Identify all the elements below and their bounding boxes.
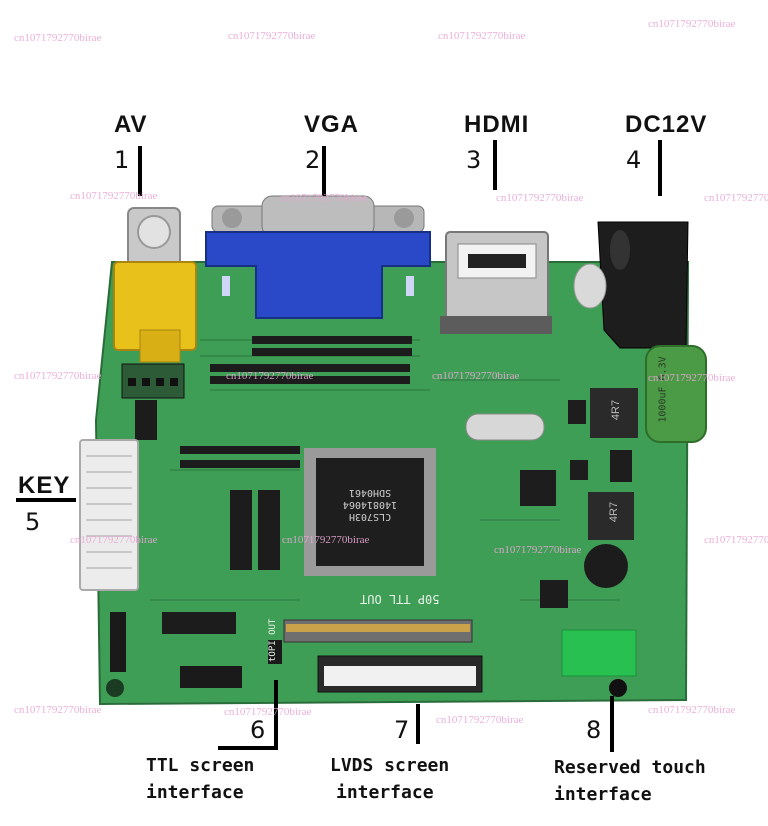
label-key: KEY — [18, 472, 71, 499]
caption-lvds-line2: interface — [336, 782, 434, 803]
caption-touch-line2: interface — [554, 784, 652, 805]
label-av: AV — [114, 111, 148, 138]
watermark-15: cn1071792770birae — [494, 544, 582, 556]
inductor-2 — [588, 492, 634, 540]
watermark-19: cn1071792770birae — [436, 714, 524, 726]
watermark-11: cn1071792770birae — [432, 370, 520, 382]
number-4: 4 — [626, 146, 642, 174]
watermark-9: cn1071792770birae — [14, 370, 102, 382]
caption-ttl-line1: TTL screen — [146, 755, 255, 776]
caption-touch-line1: Reserved touch — [554, 757, 706, 778]
chip-marking: CLS703H 140814064 SDH0461 — [332, 486, 408, 522]
number-8: 8 — [586, 716, 602, 744]
capacitor-marking: 1000uF 6.3V — [657, 356, 669, 423]
caption-ttl: TTL screen interface — [146, 752, 254, 806]
caption-touch: Reserved touch interface — [554, 754, 706, 808]
inductor-2-marking: 4R7 — [608, 501, 621, 523]
watermark-6: cn1071792770birae — [280, 192, 368, 204]
inductor-1 — [590, 388, 638, 438]
watermark-16: cn1071792770birae — [704, 534, 768, 546]
label-vga: VGA — [304, 111, 360, 138]
watermark-14: cn1071792770birae — [282, 534, 370, 546]
watermark-2: cn1071792770birae — [438, 30, 526, 42]
watermark-12: cn1071792770birae — [648, 372, 736, 384]
number-3: 3 — [466, 146, 482, 174]
label-dc12v: DC12V — [625, 111, 708, 138]
number-5: 5 — [25, 508, 41, 536]
label-hdmi: HDMI — [464, 111, 530, 138]
caption-lvds: LVDS screen interface — [330, 752, 449, 806]
touch-pad — [561, 629, 637, 677]
lvds-out-marking: tOPI OUT — [268, 618, 278, 662]
inductor-1-marking: 4R7 — [610, 399, 623, 421]
number-6: 6 — [250, 716, 266, 744]
chip-line-3: SDH0461 — [348, 487, 392, 498]
small-capacitor — [573, 263, 607, 309]
watermark-5: cn1071792770birae — [70, 190, 158, 202]
caption-lvds-line1: LVDS screen — [330, 755, 450, 776]
chip-line-2: 140814064 — [342, 499, 398, 510]
watermark-17: cn1071792770birae — [14, 704, 102, 716]
vga-connector — [205, 231, 431, 319]
watermark-7: cn1071792770birae — [496, 192, 584, 204]
leader-lines — [16, 140, 662, 752]
ttl-out-marking: 50P TTL OUT — [360, 592, 440, 606]
capacitor-1000uf — [645, 345, 707, 443]
watermark-18: cn1071792770birae — [224, 706, 312, 718]
crystal — [465, 413, 545, 441]
caption-ttl-line2: interface — [146, 782, 244, 803]
watermark-20: cn1071792770birae — [648, 704, 736, 716]
watermark-1: cn1071792770birae — [228, 30, 316, 42]
number-2: 2 — [305, 146, 321, 174]
pcb-mount-hole-bl — [106, 679, 124, 697]
number-7: 7 — [394, 716, 410, 744]
main-ic — [316, 458, 424, 566]
watermark-10: cn1071792770birae — [226, 370, 314, 382]
smd-resistor-rows — [135, 336, 568, 608]
inductor-3 — [584, 544, 628, 588]
watermark-3: cn1071792770birae — [648, 18, 736, 30]
pcb-mount-hole-br — [609, 679, 627, 697]
number-1: 1 — [114, 146, 130, 174]
watermark-13: cn1071792770birae — [70, 534, 158, 546]
watermark-4: cn1071792770birae — [14, 32, 102, 44]
chip-line-1: CLS703H — [348, 511, 392, 522]
ic-small — [162, 612, 236, 634]
watermark-8: cn1071792770birae — [704, 192, 768, 204]
